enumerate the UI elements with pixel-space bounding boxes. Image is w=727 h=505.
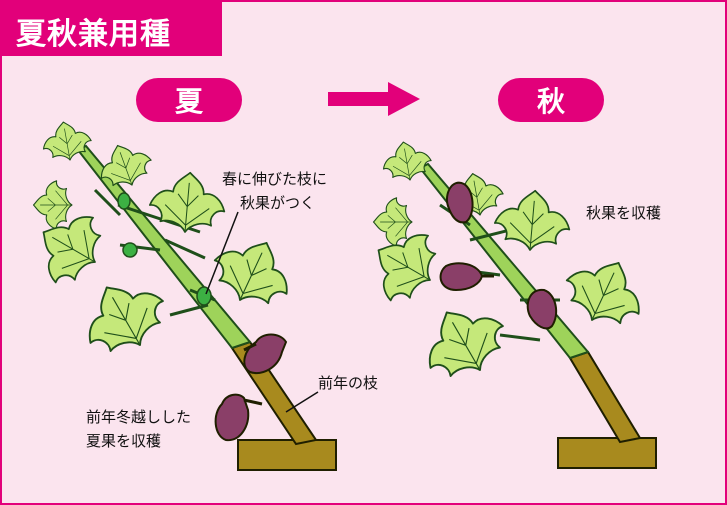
summer-green-fruit	[117, 192, 131, 210]
summer-green-fruit	[122, 242, 138, 258]
summer-fig	[214, 393, 250, 442]
label-last-year-branch: 前年の枝	[318, 374, 379, 392]
autumn-leaf	[411, 292, 517, 391]
leader-line-spring-branch	[205, 211, 239, 295]
autumn-fig	[526, 288, 558, 330]
summer-green-fruit	[196, 286, 212, 306]
page-title: 夏秋兼用種	[16, 17, 171, 52]
summer-leaf	[204, 226, 302, 317]
summer-fig-stem	[243, 398, 263, 406]
title-banner: 夏秋兼用種	[0, 0, 222, 56]
autumn-leaf	[374, 198, 413, 246]
label-summer-harvest-line2: 夏果を収穫	[86, 432, 162, 450]
summer-side-stems	[93, 188, 216, 317]
season-badge-autumn: 秋	[498, 78, 604, 122]
summer-plant	[25, 118, 337, 471]
summer-leaf	[71, 267, 177, 366]
arrow-right-icon	[328, 82, 420, 116]
autumn-leaf	[379, 138, 433, 184]
summer-fig	[243, 333, 288, 374]
summer-leaf	[148, 169, 228, 235]
autumn-leaf	[493, 187, 573, 253]
leader-line-last-year	[285, 391, 319, 413]
autumn-plant	[360, 138, 657, 469]
summer-leaf	[25, 200, 114, 295]
season-badge-summer: 夏	[136, 78, 242, 122]
summer-fig-stem	[243, 342, 257, 352]
label-spring-branch-line2: 秋果がつく	[240, 194, 316, 212]
label-summer-harvest-line1: 前年冬越しした	[86, 408, 192, 426]
label-autumn-harvest: 秋果を収穫	[586, 204, 662, 222]
autumn-leaf	[556, 246, 654, 337]
label-spring-branch-line1: 春に伸びた枝に	[222, 170, 328, 188]
summer-leaf	[34, 181, 73, 229]
autumn-fig	[446, 181, 474, 224]
autumn-fig	[439, 262, 484, 292]
autumn-old-branch	[568, 350, 642, 444]
autumn-base-branch	[557, 437, 657, 469]
summer-base-branch	[237, 439, 337, 471]
